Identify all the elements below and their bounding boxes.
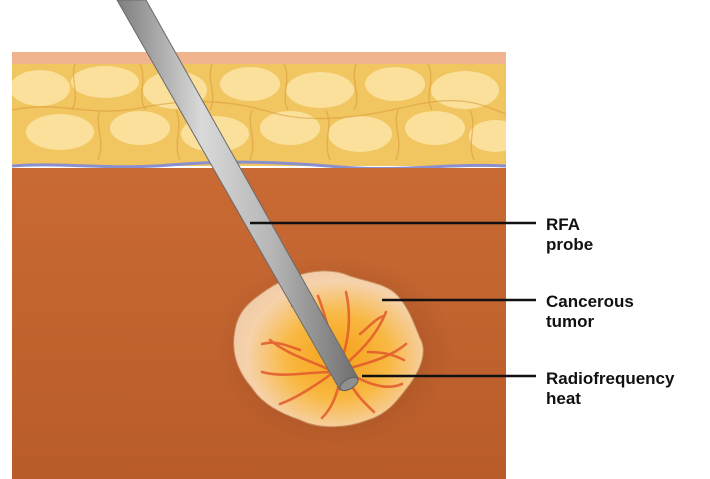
fat-layer xyxy=(10,64,521,166)
label-radiofrequency-heat-line1: Radiofrequency xyxy=(546,369,674,389)
label-cancerous-tumor-line2: tumor xyxy=(546,312,634,332)
label-rfa-probe-line1: RFA xyxy=(546,215,593,235)
skin-layer xyxy=(12,52,506,66)
label-radiofrequency-heat-line2: heat xyxy=(546,389,674,409)
label-rfa-probe: RFA probe xyxy=(546,215,593,255)
label-rfa-probe-line2: probe xyxy=(546,235,593,255)
label-cancerous-tumor: Cancerous tumor xyxy=(546,292,634,332)
label-radiofrequency-heat: Radiofrequency heat xyxy=(546,369,674,409)
label-cancerous-tumor-line1: Cancerous xyxy=(546,292,634,312)
